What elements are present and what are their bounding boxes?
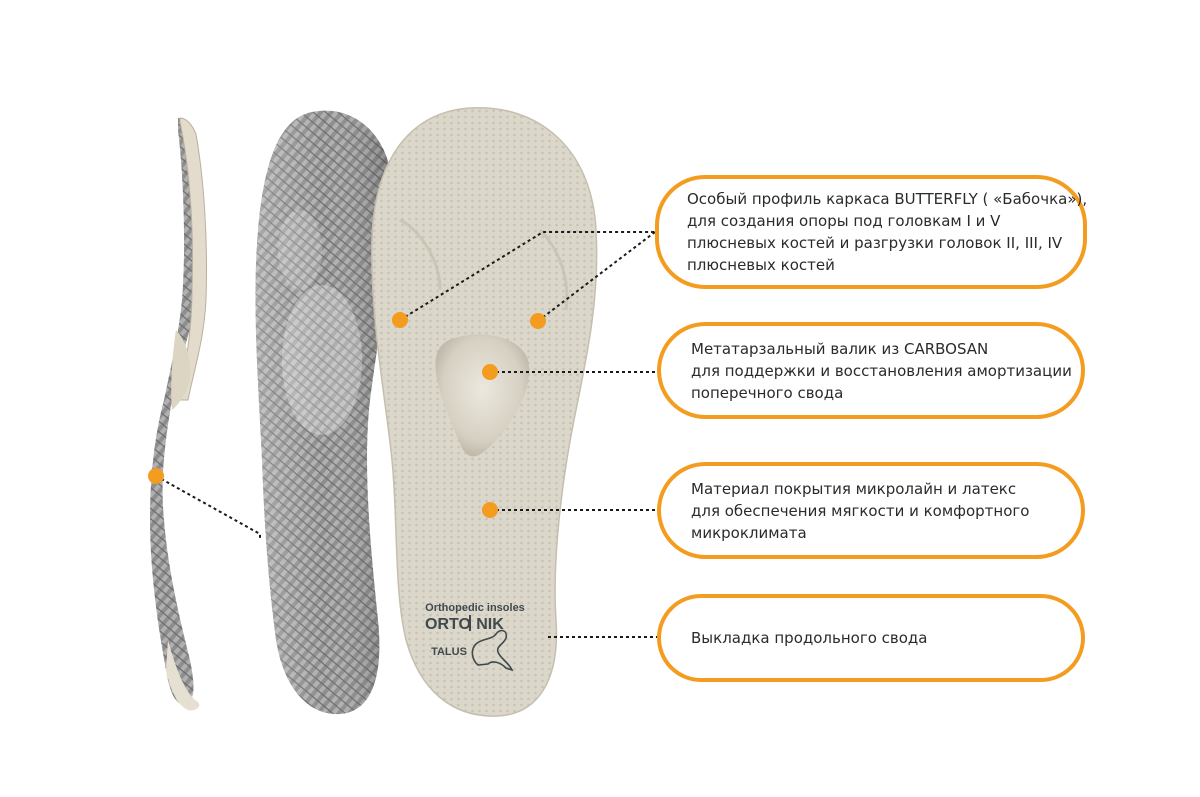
carbon-insole-bottom (255, 110, 394, 715)
callout-cover-material: Материал покрытия микролайн и латекс для… (657, 462, 1085, 559)
marker-arch-support (148, 468, 164, 484)
marker-butterfly-right (530, 313, 546, 329)
logo-model: TALUS (431, 646, 467, 658)
callout-line: Материал покрытия микролайн и латекс (691, 479, 1017, 498)
leader-line-1a (399, 231, 655, 321)
callout-line: для создания опоры под головкам I и V (687, 212, 1001, 230)
callout-line: поперечного свода (691, 383, 844, 402)
callout-butterfly-profile: Особый профиль каркаса BUTTERFLY ( «Бабо… (655, 175, 1087, 289)
marker-butterfly-left (392, 312, 408, 328)
marker-cover-material (482, 502, 498, 518)
top-insole (371, 107, 598, 717)
kangaroo-icon (471, 629, 514, 672)
logo-brand-left: ORTO (425, 616, 471, 633)
callout-arch-support: Выкладка продольного свода (657, 594, 1085, 682)
callout-line: Метатарзальный валик из CARBOSAN (691, 339, 989, 358)
callout-line: Особый профиль каркаса BUTTERFLY ( «Бабо… (687, 190, 1088, 208)
callout-line: Выкладка продольного свода (691, 629, 928, 647)
logo-brand-right: NIK (476, 616, 504, 633)
callout-line: плюсневых костей и разгрузки головок II,… (687, 234, 1063, 252)
markers (148, 312, 546, 518)
callout-metatarsal-pad: Метатарзальный валик из CARBOSAN для под… (657, 322, 1085, 419)
callout-line: для обеспечения мягкости и комфортного (691, 501, 1030, 520)
brand-logo: Orthopedic insoles ORTO NIK TALUS (425, 602, 525, 672)
logo-tagline: Orthopedic insoles (425, 602, 525, 614)
leader-line-4a (155, 475, 261, 540)
leader-lines (155, 231, 657, 638)
callout-line: плюсневых костей (687, 256, 835, 274)
callout-line: микроклимата (691, 523, 807, 542)
leader-line-1b (537, 231, 656, 322)
callout-line: для поддержки и восстановления амортизац… (691, 361, 1072, 380)
side-view-insole (150, 117, 208, 711)
marker-metatarsal-pad (482, 364, 498, 380)
